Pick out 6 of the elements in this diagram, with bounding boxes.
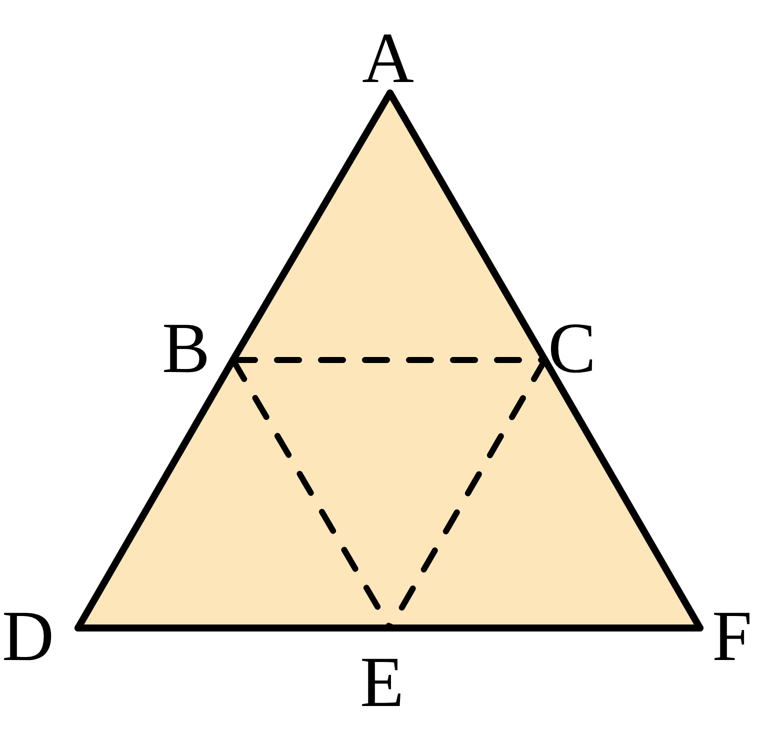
point-label: F	[712, 600, 752, 672]
point-label: D	[2, 600, 54, 672]
point-label: B	[162, 312, 210, 384]
point-label: E	[360, 646, 404, 718]
point-label: C	[548, 312, 596, 384]
point-label: A	[362, 22, 414, 94]
